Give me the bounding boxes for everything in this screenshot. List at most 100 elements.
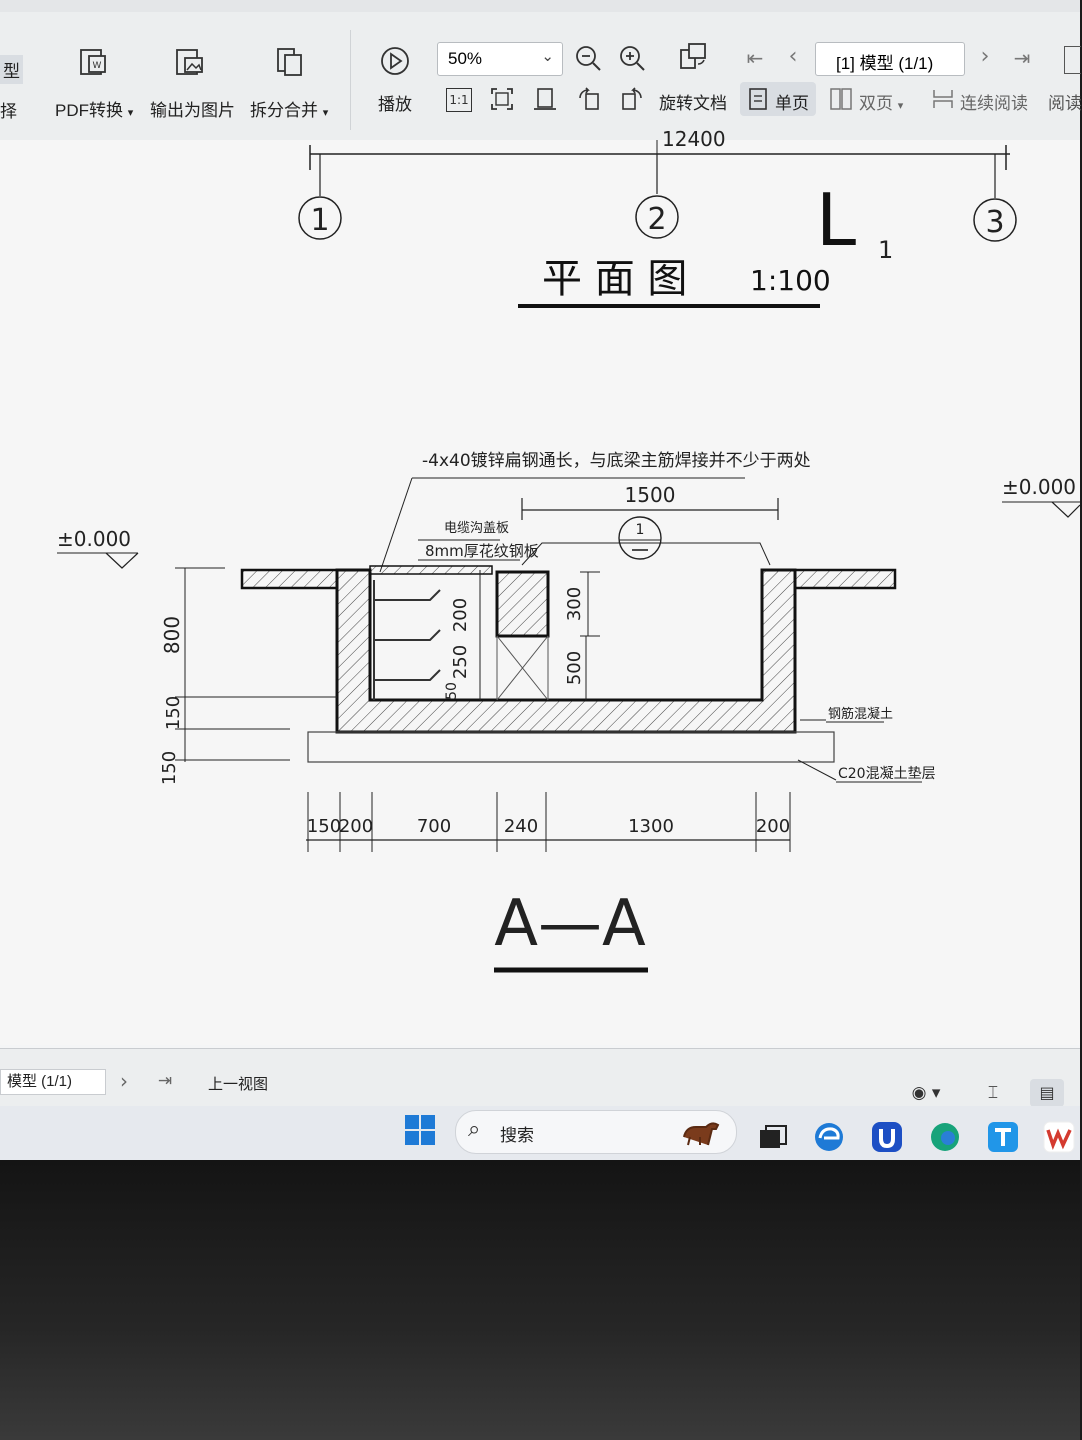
double-page-button[interactable]: 双页 ▾ <box>859 89 903 114</box>
dim-200: 200 <box>450 598 471 632</box>
dim-1500: 1500 <box>625 483 676 507</box>
section-mark-sub: 1 <box>878 236 893 264</box>
pdf-convert-button[interactable]: PDF转换 ▾ <box>55 96 133 121</box>
elevation-left: ±0.000 <box>57 527 139 569</box>
double-page-icon[interactable] <box>829 87 853 111</box>
horse-search-highlight-icon <box>676 1115 726 1149</box>
bottom-dimension-chain: 150 200 700 240 1300 200 <box>306 792 791 852</box>
dim-500: 500 <box>564 651 585 685</box>
next-sheet-icon[interactable]: › <box>120 1069 128 1093</box>
elev-left-label: ±0.000 <box>57 527 131 551</box>
task-view-icon[interactable] <box>756 1120 790 1154</box>
eye-icon[interactable]: ◉ ▾ <box>911 1083 941 1103</box>
last-sheet-icon[interactable]: ⇥ <box>157 1071 173 1091</box>
rotate-left-icon[interactable] <box>576 86 602 112</box>
screen: 型 择 W PDF转换 ▾ 输出为图片 拆分合并 ▾ 播放 50%⌄ 旋转 <box>0 0 1082 1164</box>
dim-250: 250 <box>450 645 471 679</box>
bottom-dim-200: 200 <box>339 816 373 837</box>
prev-view-button[interactable]: 上一视图 <box>208 1076 269 1093</box>
plan-top-dimension: 12400 <box>309 127 1010 170</box>
detail-mark-label: 1 <box>636 522 645 538</box>
page-view-icon[interactable] <box>1064 46 1081 74</box>
page-select-value: [1] 模型 (1/1) <box>836 54 934 73</box>
axis-3-label: 3 <box>985 205 1004 240</box>
ribbon-left-label-2[interactable]: 择 <box>0 102 17 121</box>
export-image-button[interactable]: 输出为图片 <box>150 101 235 120</box>
axis-1-bubble <box>298 196 342 240</box>
chevron-down-icon: ▾ <box>127 107 134 119</box>
ribbon-tab-strip <box>0 0 1080 12</box>
export-image-icon[interactable] <box>172 44 208 80</box>
windows-start-icon[interactable] <box>404 1114 436 1146</box>
next-page-icon[interactable]: › <box>980 44 990 69</box>
rotate-right-icon[interactable] <box>619 86 645 112</box>
bottom-dim-200b: 200 <box>756 816 790 837</box>
split-merge-button[interactable]: 拆分合并 ▾ <box>250 96 328 121</box>
continuous-read-button[interactable]: 连续阅读 <box>960 94 1028 113</box>
bottom-dim-700: 700 <box>417 816 451 837</box>
section-mark: L <box>816 178 856 262</box>
cover-label-1: 电缆沟盖板 <box>444 520 509 536</box>
trench-section <box>240 565 897 763</box>
chevron-down-icon: ⌄ <box>541 48 554 65</box>
axis-markers: 1 2 3 <box>298 154 1017 242</box>
play-icon[interactable] <box>378 44 412 78</box>
dim-800: 800 <box>160 616 184 654</box>
dim-50: 50 <box>444 682 460 700</box>
page-select[interactable]: [1] 模型 (1/1) <box>815 42 965 76</box>
zoom-select[interactable]: 50% ⌄ <box>437 42 563 76</box>
zoom-in-icon[interactable] <box>616 42 648 74</box>
taskbar-search-box[interactable]: ⌕ 搜索 <box>455 1110 737 1154</box>
plan-title: 平 面 图 <box>542 256 687 302</box>
ribbon-left-label-1[interactable]: 型 <box>0 55 23 84</box>
single-page-icon[interactable] <box>748 87 768 111</box>
rotate-document-button[interactable]: 旋转文档 <box>659 94 727 113</box>
plan-scale: 1:100 <box>750 264 831 297</box>
actual-size-icon[interactable]: 1:1 <box>446 88 472 112</box>
top-dim-label: 12400 <box>662 127 726 151</box>
single-page-active-bg <box>740 82 816 116</box>
axis-1-label: 1 <box>310 203 329 238</box>
single-page-button[interactable]: 单页 <box>775 94 809 113</box>
app-t-icon[interactable] <box>986 1120 1020 1154</box>
dim-150a: 150 <box>163 696 184 730</box>
first-page-icon[interactable]: ⇤ <box>746 46 764 70</box>
axis-2-bubble <box>635 195 679 239</box>
dim-150b: 150 <box>159 751 180 785</box>
model-tab[interactable]: 模型 (1/1) <box>0 1069 106 1095</box>
axis-3-bubble <box>973 198 1017 242</box>
split-merge-icon[interactable] <box>272 44 308 80</box>
edge-legacy-icon[interactable] <box>812 1120 846 1154</box>
elev-right-label: ±0.000 <box>1002 475 1076 499</box>
steel-note: -4x40镀锌扁钢通长，与底梁主筋焊接并不少于两处 <box>422 451 811 471</box>
cushion-label: C20混凝土垫层 <box>838 766 936 782</box>
svg-text:W: W <box>93 61 102 71</box>
read-mode-button[interactable]: 阅读 <box>1048 94 1082 113</box>
continuous-read-icon[interactable] <box>931 87 955 111</box>
continuous-view-icon[interactable]: ⌶ <box>987 1083 999 1103</box>
ribbon-separator <box>350 30 351 130</box>
dim-300: 300 <box>564 587 585 621</box>
section-title: A—A <box>494 887 646 961</box>
fit-page-icon[interactable] <box>489 86 515 112</box>
fit-width-icon[interactable] <box>532 86 558 112</box>
single-view-icon[interactable]: ▤ <box>1030 1079 1064 1107</box>
last-page-icon[interactable]: ⇥ <box>1013 46 1031 70</box>
pdf-convert-icon[interactable]: W <box>76 44 112 80</box>
cad-drawing: 12400 1 2 3 L 1 平 面 图 1:100 -4 <box>57 127 1081 973</box>
zoom-value: 50% <box>448 49 483 68</box>
edge-browser-icon[interactable] <box>928 1120 962 1154</box>
detail-mark-bubble <box>618 516 662 560</box>
bottom-dim-240: 240 <box>504 816 538 837</box>
play-button[interactable]: 播放 <box>378 95 412 114</box>
chevron-down-icon: ▾ <box>322 107 329 119</box>
elevation-right: ±0.000 <box>1002 475 1081 518</box>
axis-2-label: 2 <box>647 202 666 237</box>
wps-office-icon[interactable] <box>1042 1120 1076 1154</box>
bottom-dim-1300: 1300 <box>628 816 674 837</box>
zoom-out-icon[interactable] <box>572 42 604 74</box>
prev-page-icon[interactable]: ‹ <box>788 44 798 69</box>
pdf-convert-label: PDF转换 <box>55 101 123 120</box>
app-u-icon[interactable] <box>870 1120 904 1154</box>
rotate-document-icon[interactable] <box>676 40 710 74</box>
